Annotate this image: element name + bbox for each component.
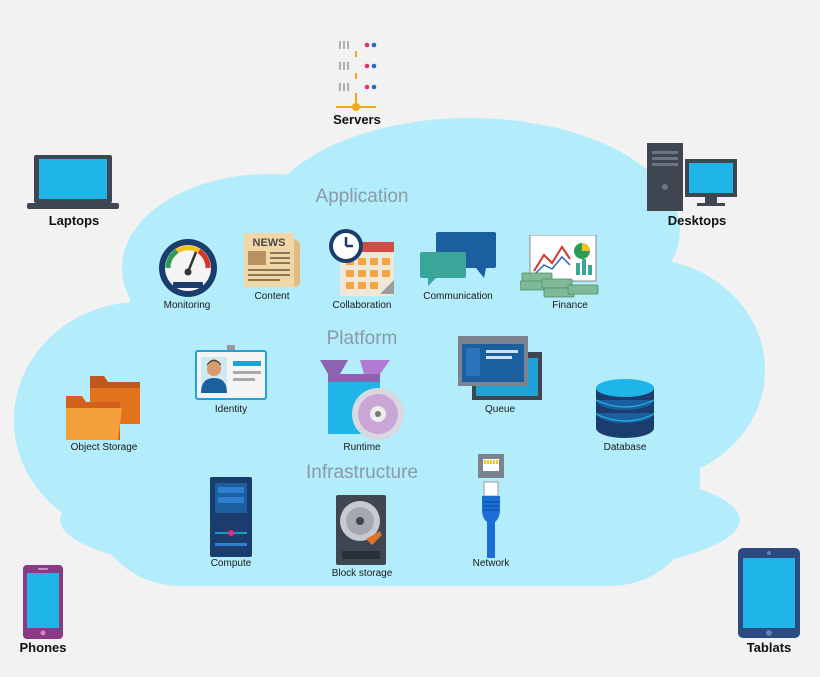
network-label: Network (472, 558, 510, 569)
database-label: Database (603, 442, 647, 453)
newspaper-icon: NEWS (244, 233, 301, 287)
finance-label: Finance (552, 300, 588, 311)
content-label: Content (254, 291, 290, 302)
laptop-icon (27, 155, 119, 209)
identity-label: Identity (214, 404, 248, 415)
phone-icon (23, 565, 63, 639)
communication-label: Communication (423, 291, 493, 302)
news-text: NEWS (253, 237, 286, 249)
compute-label: Compute (210, 558, 252, 569)
finance-chart-icon (520, 235, 599, 298)
application-layer-heading: Application (315, 186, 409, 207)
compute-tower-icon (210, 477, 252, 557)
servers-icon (336, 41, 377, 111)
desktops-label: Desktops (667, 213, 727, 228)
queue-label: Queue (484, 404, 516, 415)
tablets-label: Tablats (746, 640, 792, 655)
infrastructure-layer-heading: Infrastructure (306, 462, 418, 483)
runtime-box-disc-icon (320, 360, 404, 440)
hard-drive-icon (336, 495, 386, 565)
phones-label: Phones (19, 640, 67, 655)
desktop-icon (647, 143, 737, 211)
collaboration-label: Collaboration (332, 300, 392, 311)
database-icon (595, 379, 655, 438)
chat-bubbles-icon (420, 232, 496, 286)
tablet-icon (738, 548, 800, 638)
queue-windows-icon (458, 336, 542, 400)
servers-label: Servers (333, 112, 381, 127)
folders-icon (66, 376, 140, 440)
platform-layer-heading: Platform (326, 328, 398, 349)
laptops-label: Laptops (48, 213, 100, 228)
ethernet-cable-icon (478, 454, 504, 558)
object-storage-label: Object Storage (70, 442, 138, 453)
runtime-label: Runtime (343, 442, 381, 453)
calendar-clock-icon (329, 229, 394, 296)
gauge-icon (159, 239, 217, 297)
block-storage-label: Block storage (331, 568, 393, 579)
monitoring-label: Monitoring (163, 300, 211, 311)
id-badge-icon (195, 345, 267, 400)
